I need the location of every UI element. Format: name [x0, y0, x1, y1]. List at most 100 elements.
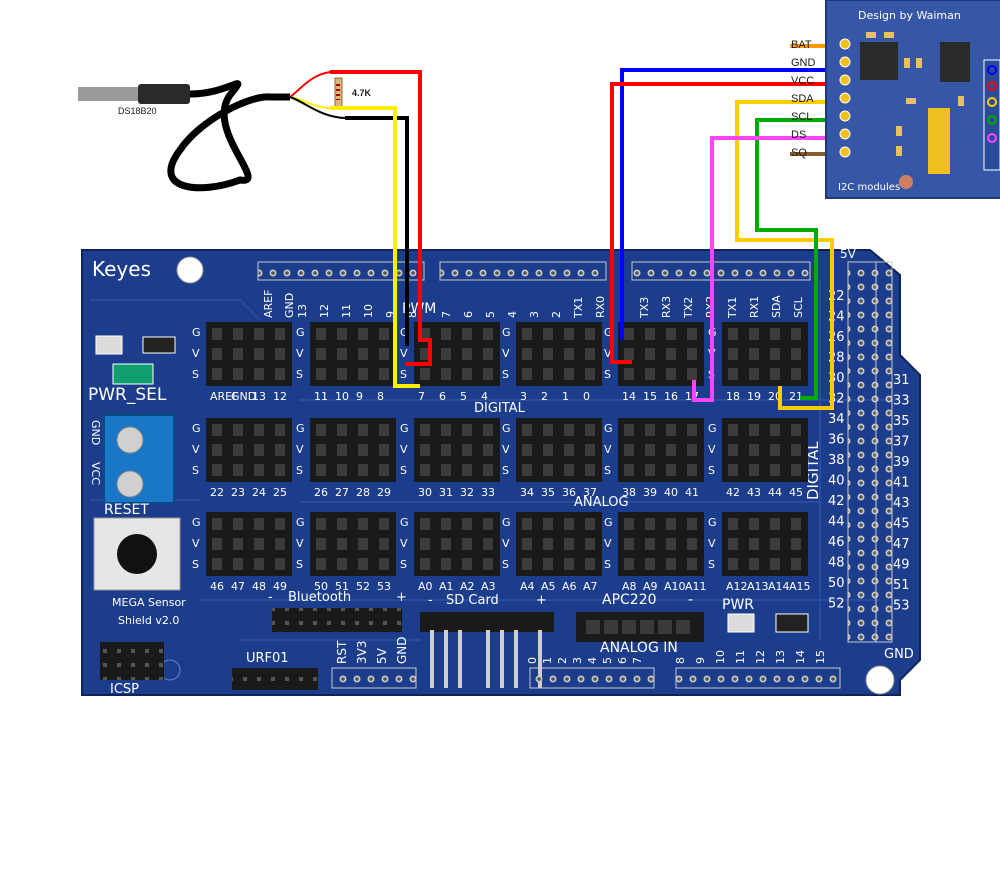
header-pin [233, 348, 243, 360]
header-pin [522, 518, 532, 530]
side-pin-label: 45 [893, 517, 910, 532]
header-pin [379, 464, 389, 476]
side-pin-label: 39 [893, 455, 910, 470]
pin-number-label: 28 [356, 486, 370, 499]
gvs-label: V [296, 347, 304, 360]
gvs-label: V [604, 537, 612, 550]
terminal-screw[interactable] [116, 470, 144, 498]
gvs-label: S [502, 368, 509, 381]
header-pin [564, 424, 574, 436]
top-header-label: RX1 [748, 296, 761, 318]
header-pin [233, 328, 243, 340]
header-pin [462, 538, 472, 550]
header-pin [275, 328, 285, 340]
wire-blue-gnd [620, 68, 845, 340]
header-pin [645, 538, 655, 550]
header-pin [749, 464, 759, 476]
gnd-corner-label: GND [884, 647, 914, 662]
top-header-label: TX3 [638, 297, 651, 319]
pin-number-label: 4 [481, 390, 488, 403]
side-pin-label: 41 [893, 476, 910, 491]
header-pin [483, 368, 493, 380]
header-pin [420, 368, 430, 380]
header-pin [543, 518, 553, 530]
header-pin [585, 328, 595, 340]
rtc-pin-label: SCL [791, 111, 812, 123]
header-pin [687, 328, 697, 340]
power-header-label: 3V3 [355, 641, 369, 664]
reset-button[interactable] [117, 534, 157, 574]
pin-number-label: 42 [726, 486, 740, 499]
side-pin-label: 50 [828, 576, 845, 591]
side-pin-label: 43 [893, 496, 910, 511]
header-pin [770, 538, 780, 550]
gvs-label: V [400, 537, 408, 550]
pin-number-label: A8 [622, 580, 637, 593]
gvs-label: G [400, 326, 409, 339]
header-pin [585, 424, 595, 436]
side-pin-label: 46 [828, 535, 845, 550]
header-pin [645, 424, 655, 436]
analog-header-left [529, 667, 655, 689]
pin-number-label: 52 [356, 580, 370, 593]
header-pin [585, 538, 595, 550]
pwr-sel-jumper[interactable] [112, 363, 154, 385]
analog-in-label: ANALOG IN [600, 640, 678, 656]
pin-number-label: 50 [314, 580, 328, 593]
gvs-label: G [192, 422, 201, 435]
apc220-minus: - [688, 592, 693, 608]
header-pin [212, 348, 222, 360]
analog-pin-label: 8 [674, 657, 687, 664]
header-pin [749, 538, 759, 550]
header-pin [687, 424, 697, 436]
header-pin [645, 558, 655, 570]
header-pin [543, 328, 553, 340]
header-pin [666, 368, 676, 380]
header-pin [483, 444, 493, 456]
header-pin [379, 368, 389, 380]
header-pin [462, 328, 472, 340]
header-pin [624, 558, 634, 570]
wires [330, 44, 845, 410]
top-header-mid [439, 261, 607, 281]
header-pin [233, 558, 243, 570]
bluetooth-plus: + [396, 590, 407, 605]
header-pin [564, 538, 574, 550]
header-pin [749, 328, 759, 340]
header-pin [585, 348, 595, 360]
gvs-label: V [192, 347, 200, 360]
gvs-label: S [502, 558, 509, 571]
header-pin [522, 328, 532, 340]
header-pin [728, 368, 738, 380]
header-pin [624, 464, 634, 476]
power-header-label: RST [335, 640, 349, 664]
header-pin [728, 424, 738, 436]
terminal-screw[interactable] [116, 426, 144, 454]
header-pin [687, 558, 697, 570]
header-pin [728, 464, 738, 476]
header-pin [254, 558, 264, 570]
header-pin [645, 328, 655, 340]
header-pin [770, 518, 780, 530]
pin-number-label: 16 [664, 390, 678, 403]
header-pin [645, 464, 655, 476]
header-pin [728, 444, 738, 456]
header-pin [624, 348, 634, 360]
header-pin [585, 558, 595, 570]
gvs-label: S [296, 368, 303, 381]
urf01-label: URF01 [246, 651, 289, 666]
header-pin [337, 558, 347, 570]
header-pin [564, 444, 574, 456]
header-pin [728, 348, 738, 360]
header-pin [585, 368, 595, 380]
header-pin [275, 368, 285, 380]
header-pin [420, 558, 430, 570]
header-pin [316, 558, 326, 570]
gvs-label: V [502, 537, 510, 550]
header-pin [666, 558, 676, 570]
led-indicator [95, 335, 123, 355]
header-pin [441, 464, 451, 476]
gvs-label: V [296, 537, 304, 550]
header-pin [791, 538, 801, 550]
